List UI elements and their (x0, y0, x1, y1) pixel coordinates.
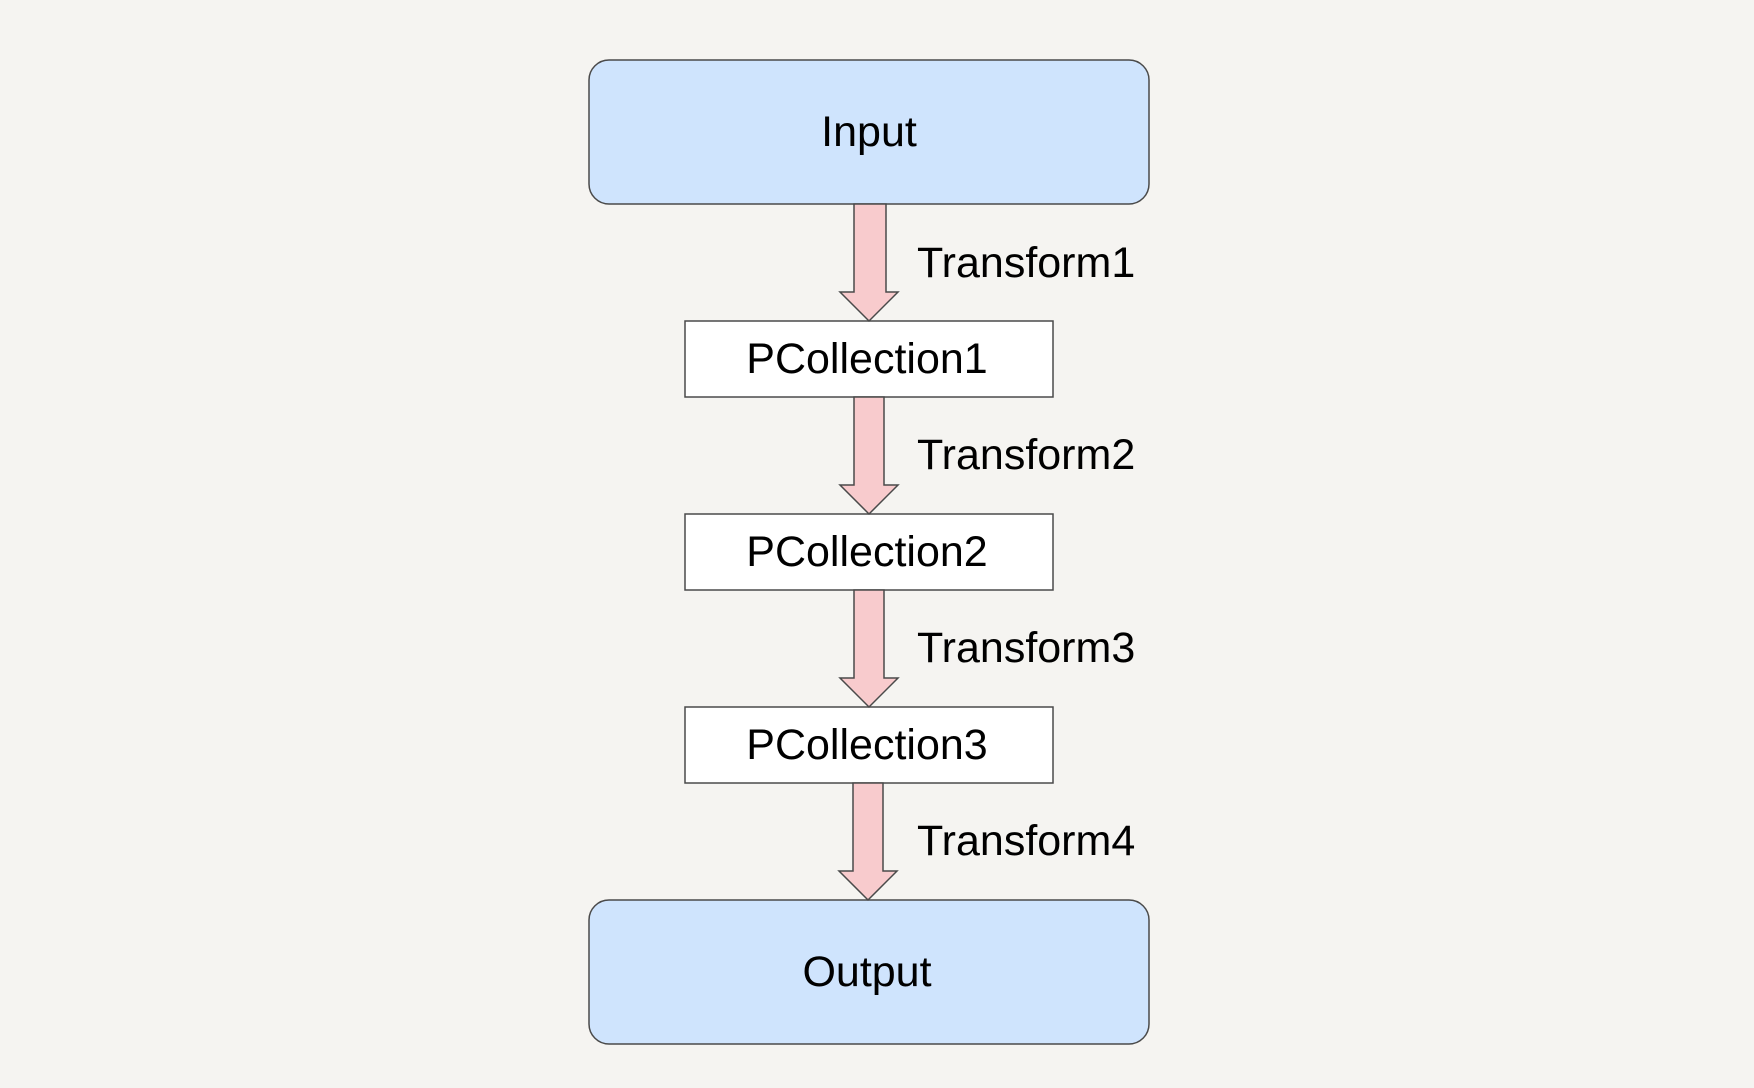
down-arrow-icon (838, 203, 900, 323)
node-pcollection3: PCollection3 (684, 706, 1054, 784)
edge-transform2-label: Transform2 (917, 431, 1135, 479)
edge-transform3: Transform3 (838, 589, 1135, 709)
down-arrow-icon (838, 589, 900, 709)
edge-transform1-label: Transform1 (917, 239, 1135, 287)
edge-transform4: Transform4 (837, 782, 1135, 902)
edge-transform1: Transform1 (838, 203, 1135, 323)
node-pcollection2: PCollection2 (684, 513, 1054, 591)
edge-transform2: Transform2 (838, 396, 1135, 516)
down-arrow-icon (837, 782, 899, 902)
node-output-label: Output (802, 948, 931, 996)
node-pcollection1: PCollection1 (684, 320, 1054, 398)
node-pcollection3-box (684, 706, 1054, 784)
node-pcollection1-box (684, 320, 1054, 398)
node-pcollection3-label: PCollection3 (746, 721, 987, 769)
node-input-label: Input (821, 108, 917, 156)
edge-transform4-label: Transform4 (917, 817, 1135, 865)
node-pcollection1-label: PCollection1 (746, 335, 987, 383)
down-arrow-icon (838, 396, 900, 516)
edge-transform3-label: Transform3 (917, 624, 1135, 672)
node-input: Input (588, 59, 1150, 205)
node-pcollection2-label: PCollection2 (746, 528, 987, 576)
node-output: Output (588, 899, 1150, 1045)
